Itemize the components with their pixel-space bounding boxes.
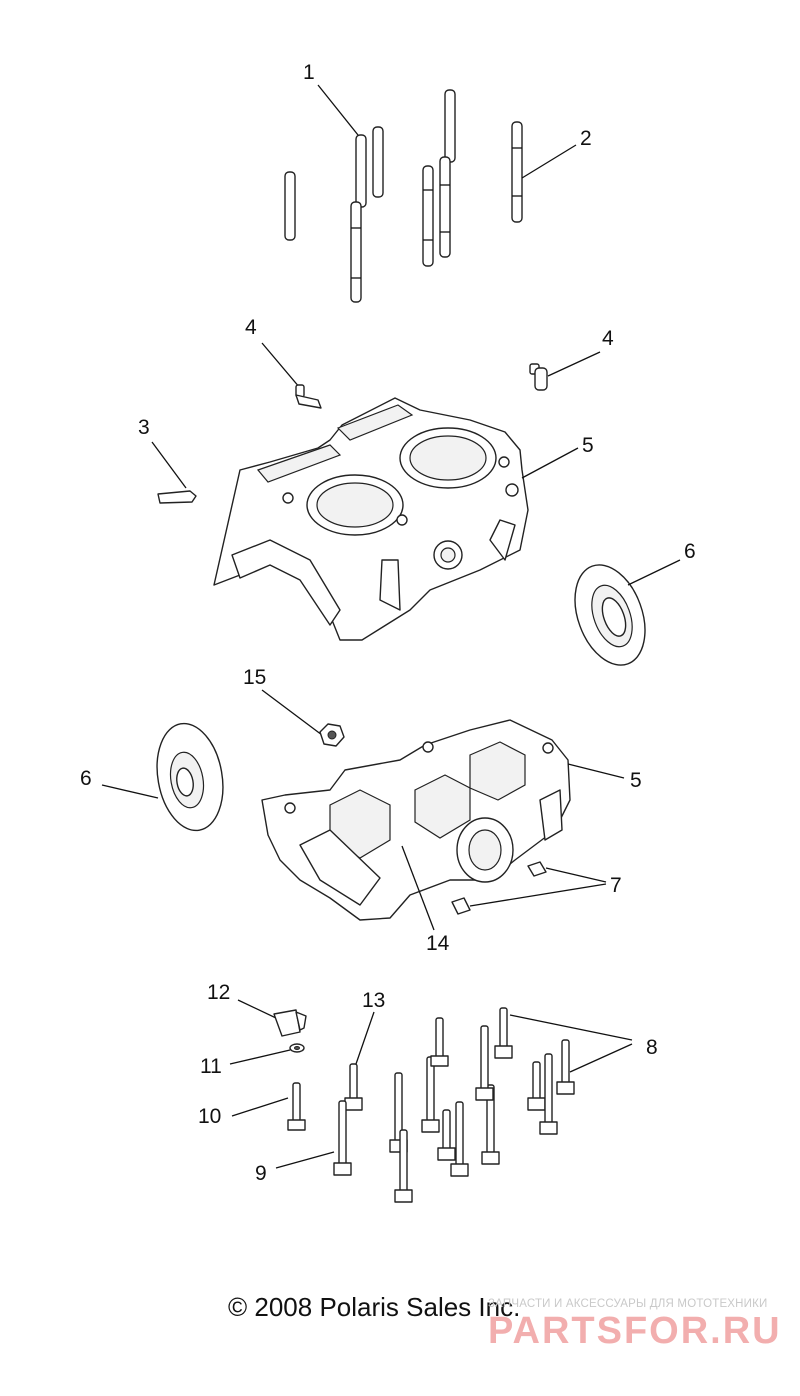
- callout-15: 15: [243, 666, 266, 689]
- copyright-text: © 2008 Polaris Sales Inc.: [228, 1292, 521, 1322]
- elbow-fitting: [157, 490, 197, 504]
- callout-7: 7: [610, 874, 622, 897]
- callout-4-left: 4: [245, 316, 257, 339]
- watermark-tagline: ЗАПЧАСТИ И АКСЕССУАРЫ ДЛЯ МОТОТЕХНИКИ: [488, 1298, 768, 1310]
- washer: [289, 1043, 305, 1053]
- callout-1: 1: [303, 61, 315, 84]
- callout-5-lower: 5: [630, 769, 642, 792]
- seal-right: [574, 564, 646, 666]
- plug-upper: [527, 861, 547, 877]
- bolts-9: [333, 1056, 500, 1203]
- callout-14: 14: [426, 932, 450, 955]
- callout-12: 12: [207, 981, 230, 1004]
- fitting-right: [529, 363, 548, 391]
- bolt-13: [344, 1063, 363, 1111]
- callout-9: 9: [255, 1162, 267, 1185]
- seal-left: [156, 722, 224, 832]
- dowel-pins-group: [284, 89, 523, 303]
- callout-11: 11: [200, 1055, 222, 1078]
- callout-13: 13: [362, 989, 385, 1012]
- callout-8: 8: [646, 1036, 658, 1059]
- plug-lower: [451, 897, 471, 915]
- callout-6-left: 6: [80, 767, 92, 790]
- lower-crankcase: [261, 719, 571, 921]
- callout-4-right: 4: [602, 327, 614, 350]
- clip-bracket: [273, 1009, 307, 1037]
- bolt-short: [287, 1082, 306, 1131]
- fitting-left: [295, 384, 322, 409]
- callout-3: 3: [138, 416, 150, 439]
- nut: [319, 723, 345, 747]
- callout-6-right: 6: [684, 540, 696, 563]
- callout-10: 10: [198, 1105, 221, 1128]
- callout-5-upper: 5: [582, 434, 594, 457]
- callout-2: 2: [580, 127, 592, 150]
- watermark-logo: PARTSFOR.RU: [488, 1310, 782, 1352]
- bolts-8: [430, 1007, 575, 1135]
- upper-crankcase: [213, 397, 529, 641]
